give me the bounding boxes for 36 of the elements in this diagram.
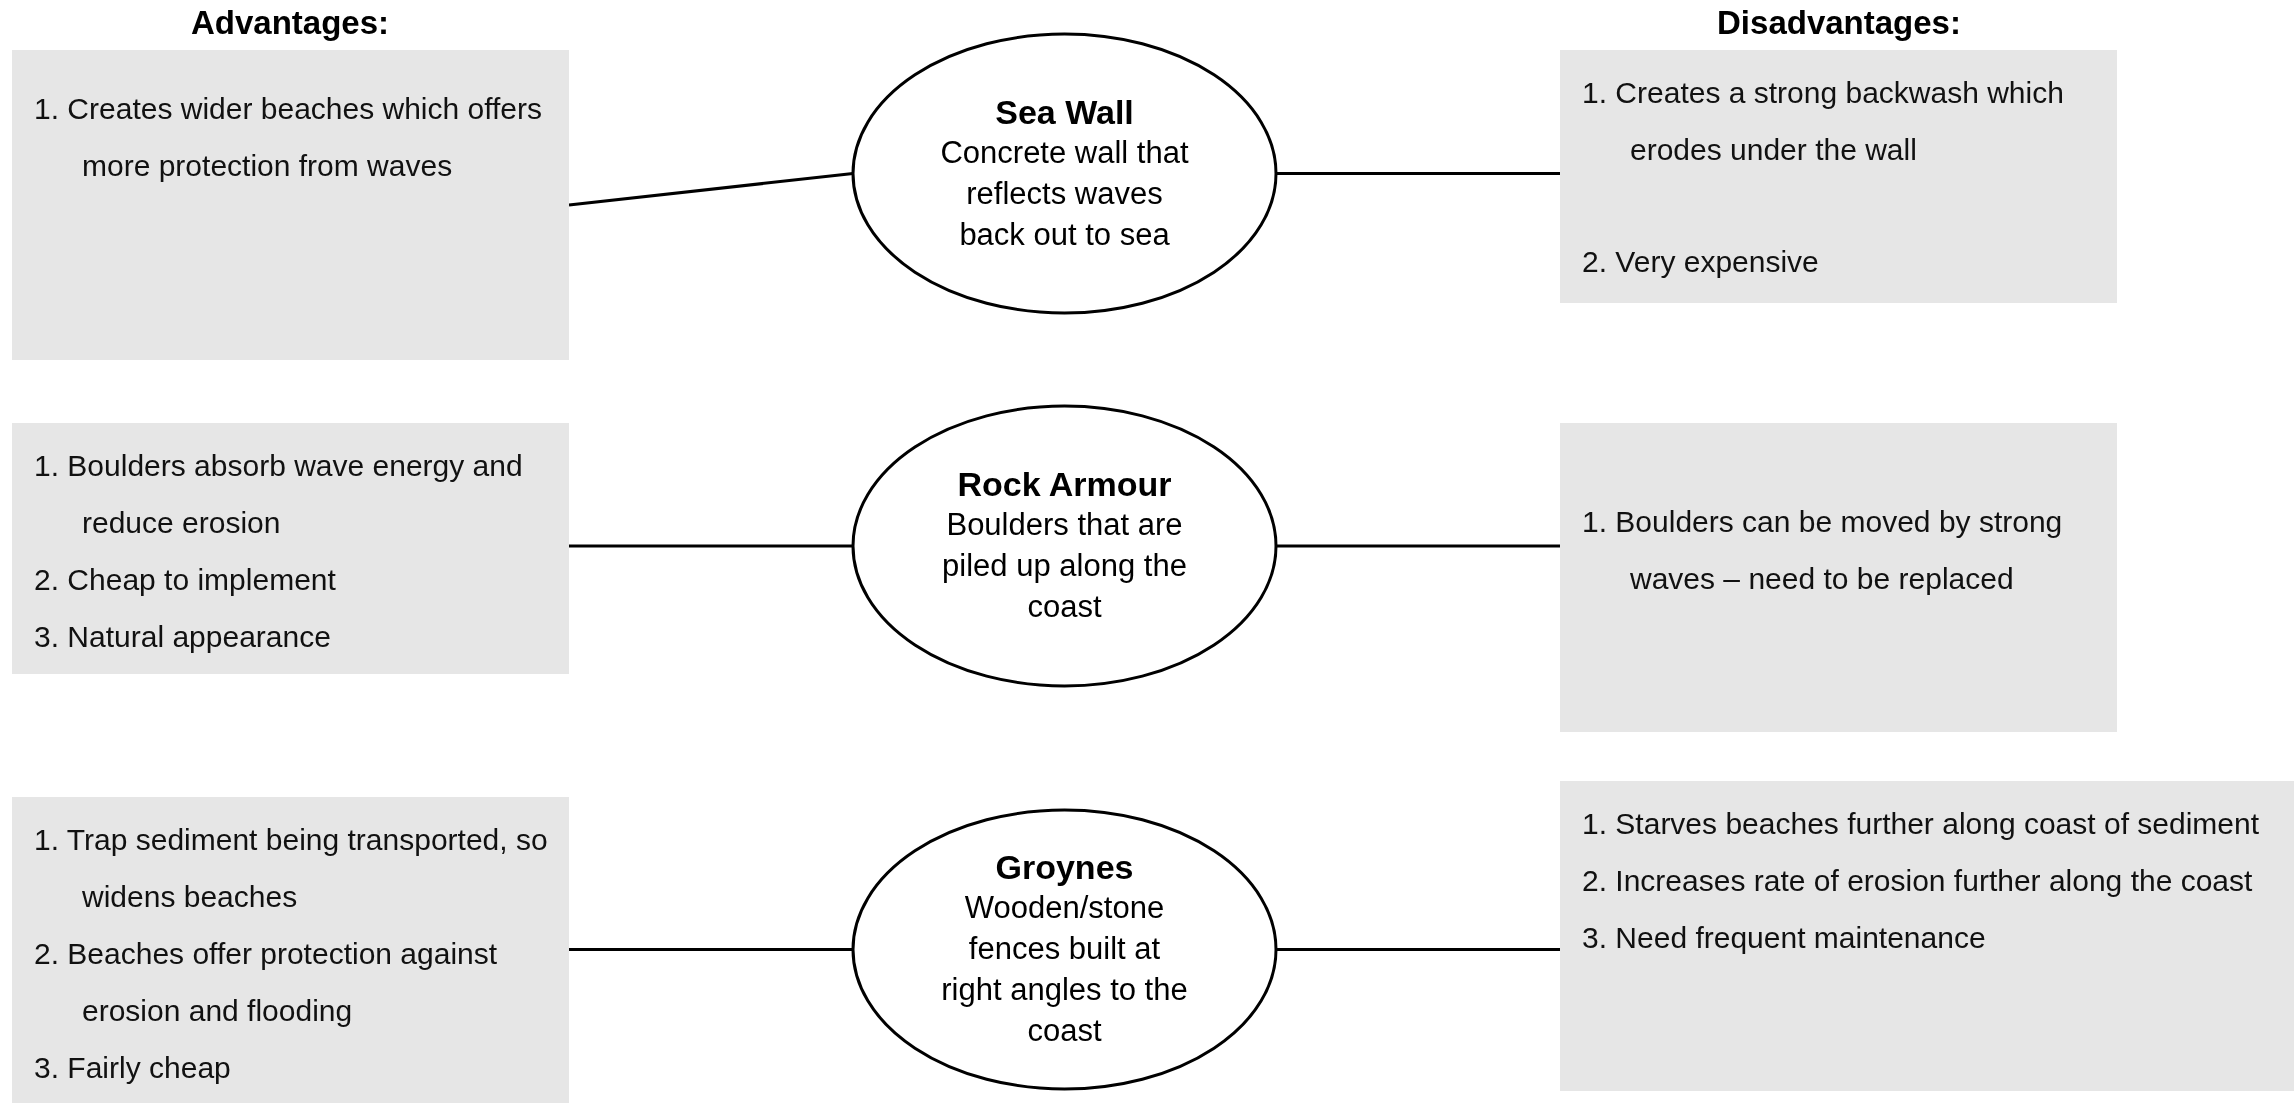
text-panel — [1560, 781, 2294, 1091]
list-item: 3. Fairly cheap — [34, 1050, 232, 1086]
description-text: Boulders that are piled up along the coast — [941, 506, 1188, 626]
connector-line — [569, 544, 853, 548]
list-item: 1. Boulders absorb wave energy and reduce erosion — [34, 448, 524, 541]
ellipse-node — [851, 32, 1278, 315]
description-text: Wooden/stone fences built at right angles to the coast — [940, 889, 1189, 1050]
ellipse-node — [851, 404, 1278, 688]
title-text: Rock Armour — [957, 465, 1172, 504]
list-item: 2. Very expensive — [1582, 244, 1820, 280]
ellipse-node — [851, 808, 1278, 1091]
connector-line — [569, 948, 853, 951]
list-item: 1. Boulders can be moved by strong waves – need to be replaced — [1582, 504, 2064, 597]
title-text: Groynes — [995, 848, 1134, 887]
connector-line — [568, 172, 854, 207]
list-item: 1. Starves beaches further along coast of sediment — [1582, 806, 2261, 842]
list-item: 2. Cheap to implement — [34, 562, 337, 598]
list-item: 2. Increases rate of erosion further along the coast — [1582, 863, 2254, 899]
list-item: 1. Creates a strong backwash which erodes under the wall — [1582, 75, 2065, 168]
text-panel — [1560, 423, 2117, 732]
connector-line — [1276, 948, 1560, 951]
text-panel — [12, 423, 569, 674]
title-text: Sea Wall — [995, 92, 1134, 132]
connector-line — [1276, 172, 1560, 175]
text-panel — [12, 50, 569, 360]
list-item: 3. Need frequent maintenance — [1582, 920, 1987, 956]
list-item: 2. Beaches offer protection against erosion and flooding — [34, 936, 499, 1029]
column-heading: Advantages: — [189, 4, 391, 42]
connector-line — [1276, 544, 1560, 548]
list-item: 1. Creates wider beaches which offers more protection from waves — [34, 91, 544, 184]
list-item: 1. Trap sediment being transported, so widens beaches — [34, 822, 549, 915]
column-heading: Disadvantages: — [1716, 4, 1962, 42]
text-panel — [12, 797, 569, 1103]
list-item: 3. Natural appearance — [34, 619, 332, 655]
text-panel — [1560, 50, 2117, 303]
description-text: Concrete wall that reflects waves back out to sea — [939, 133, 1190, 254]
